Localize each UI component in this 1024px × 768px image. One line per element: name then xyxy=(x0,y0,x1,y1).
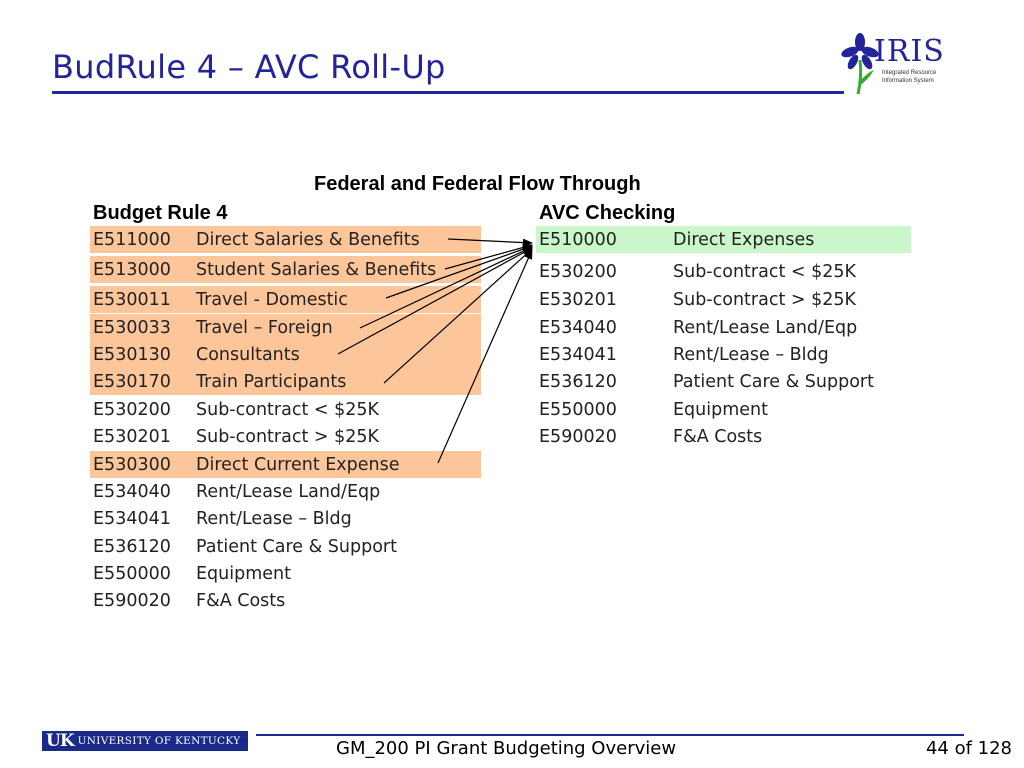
budget-rule-row-e513000: E513000 Student Salaries & Benefits xyxy=(90,256,481,283)
account-description: Equipment xyxy=(673,399,768,420)
account-code: E530201 xyxy=(93,426,171,447)
account-description: Patient Care & Support xyxy=(673,371,874,392)
account-description: Rent/Lease Land/Eqp xyxy=(196,481,381,502)
account-code: E534040 xyxy=(539,317,617,338)
avc-row-e550000: E550000 Equipment xyxy=(536,396,911,423)
account-code: E511000 xyxy=(93,229,171,250)
logo-subtitle-line2: Information System xyxy=(882,77,934,84)
account-code: E530201 xyxy=(539,289,617,310)
diagram-heading: Federal and Federal Flow Through xyxy=(314,173,641,195)
slide-title: BudRule 4 – AVC Roll-Up xyxy=(52,48,446,86)
account-code: E530200 xyxy=(539,261,617,282)
account-description: Sub-contract > $25K xyxy=(673,289,856,310)
account-description: Equipment xyxy=(196,563,291,584)
account-description: Direct Expenses xyxy=(673,229,815,250)
account-code: E513000 xyxy=(93,259,171,280)
account-code: E534041 xyxy=(539,344,617,365)
account-description: Student Salaries & Benefits xyxy=(196,259,437,280)
account-description: Sub-contract > $25K xyxy=(196,426,379,447)
budget-rule-row-e530170: E530170 Train Participants xyxy=(90,368,481,395)
iris-logo: IRIS Integrated Resource Information Sys… xyxy=(840,32,950,96)
university-name: UNIVERSITY OF KENTUCKY xyxy=(77,735,241,747)
avc-row-e534041: E534041 Rent/Lease – Bldg xyxy=(536,341,911,368)
avc-row-e510000: E510000 Direct Expenses xyxy=(536,226,911,253)
account-description: Train Participants xyxy=(196,371,347,392)
account-description: F&A Costs xyxy=(196,590,286,611)
account-code: E550000 xyxy=(93,563,171,584)
avc-row-e530200: E530200 Sub-contract < $25K xyxy=(536,258,911,285)
account-code: E590020 xyxy=(539,426,617,447)
avc-row-e534040: E534040 Rent/Lease Land/Eqp xyxy=(536,314,911,341)
avc-row-e590020: E590020 F&A Costs xyxy=(536,423,911,450)
account-description: Sub-contract < $25K xyxy=(673,261,856,282)
budget-rule-row-e534041: E534041 Rent/Lease – Bldg xyxy=(90,505,481,532)
footer-title: GM_200 PI Grant Budgeting Overview xyxy=(336,738,677,759)
account-code: E590020 xyxy=(93,590,171,611)
account-code: E536120 xyxy=(93,536,171,557)
account-description: Travel - Domestic xyxy=(196,289,348,310)
account-code: E530033 xyxy=(93,317,171,338)
account-description: F&A Costs xyxy=(673,426,763,447)
logo-subtitle: Integrated Resource Information System xyxy=(882,70,936,85)
avc-row-e536120: E536120 Patient Care & Support xyxy=(536,368,911,395)
account-description: Patient Care & Support xyxy=(196,536,397,557)
uk-mark: UK xyxy=(46,731,75,751)
budget-rule-row-e530011: E530011 Travel - Domestic xyxy=(90,286,481,313)
budget-rule-heading: Budget Rule 4 xyxy=(93,202,228,224)
account-description: Travel – Foreign xyxy=(196,317,333,338)
account-code: E530130 xyxy=(93,344,171,365)
account-description: Direct Salaries & Benefits xyxy=(196,229,420,250)
account-code: E536120 xyxy=(539,371,617,392)
university-logo: UK UNIVERSITY OF KENTUCKY xyxy=(42,731,248,751)
account-description: Rent/Lease – Bldg xyxy=(196,508,352,529)
account-description: Rent/Lease – Bldg xyxy=(673,344,829,365)
budget-rule-row-e534040: E534040 Rent/Lease Land/Eqp xyxy=(90,478,481,505)
account-code: E510000 xyxy=(539,229,617,250)
budget-rule-row-e536120: E536120 Patient Care & Support xyxy=(90,533,481,560)
budget-rule-row-e530200: E530200 Sub-contract < $25K xyxy=(90,396,481,423)
budget-rule-row-e511000: E511000 Direct Salaries & Benefits xyxy=(90,226,481,253)
flower-icon xyxy=(841,33,879,95)
footer-rule xyxy=(256,734,964,736)
account-code: E530300 xyxy=(93,454,171,475)
account-description: Sub-contract < $25K xyxy=(196,399,379,420)
account-code: E534041 xyxy=(93,508,171,529)
logo-wordmark: IRIS xyxy=(874,34,945,69)
budget-rule-row-e530201: E530201 Sub-contract > $25K xyxy=(90,423,481,450)
avc-checking-heading: AVC Checking xyxy=(539,202,676,224)
avc-row-e530201: E530201 Sub-contract > $25K xyxy=(536,286,911,313)
page-number: 44 of 128 xyxy=(925,738,1012,759)
budget-rule-row-e590020: E590020 F&A Costs xyxy=(90,587,481,614)
account-code: E534040 xyxy=(93,481,171,502)
account-code: E550000 xyxy=(539,399,617,420)
account-description: Rent/Lease Land/Eqp xyxy=(673,317,858,338)
logo-subtitle-line1: Integrated Resource xyxy=(882,70,937,76)
budget-rule-row-e530300: E530300 Direct Current Expense xyxy=(90,451,481,478)
title-underline xyxy=(52,91,844,94)
account-code: E530170 xyxy=(93,371,171,392)
budget-rule-row-e530130: E530130 Consultants xyxy=(90,341,481,368)
account-description: Direct Current Expense xyxy=(196,454,400,475)
budget-rule-row-e550000: E550000 Equipment xyxy=(90,560,481,587)
account-description: Consultants xyxy=(196,344,300,365)
budget-rule-row-e530033: E530033 Travel – Foreign xyxy=(90,314,481,341)
account-code: E530011 xyxy=(93,289,171,310)
account-code: E530200 xyxy=(93,399,171,420)
